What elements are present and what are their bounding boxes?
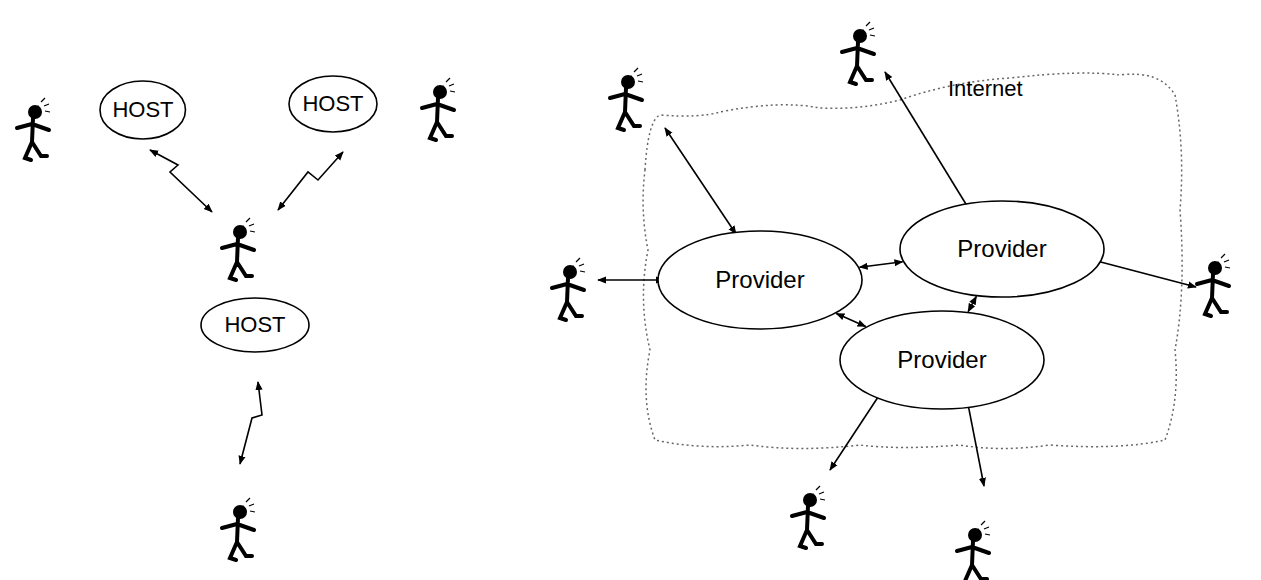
region-label: Internet xyxy=(948,76,1023,102)
node-text: HOST xyxy=(224,312,285,338)
internet-cloud xyxy=(643,73,1182,448)
host-ellipse: HOST xyxy=(99,80,186,140)
host-ellipse: HOST xyxy=(288,75,378,133)
provider-ellipse: Provider xyxy=(657,230,863,330)
node-text: Provider xyxy=(957,235,1046,263)
node-text: Provider xyxy=(715,266,804,294)
connector-arrow xyxy=(968,296,976,311)
provider-ellipse: Provider xyxy=(899,200,1105,298)
provider-ellipse: Provider xyxy=(839,310,1045,410)
connector-arrow xyxy=(836,314,865,327)
host-ellipse: HOST xyxy=(200,297,310,353)
node-text: HOST xyxy=(112,97,173,123)
node-text: HOST xyxy=(302,91,363,117)
node-text: Provider xyxy=(897,346,986,374)
connector-arrow xyxy=(860,262,903,268)
